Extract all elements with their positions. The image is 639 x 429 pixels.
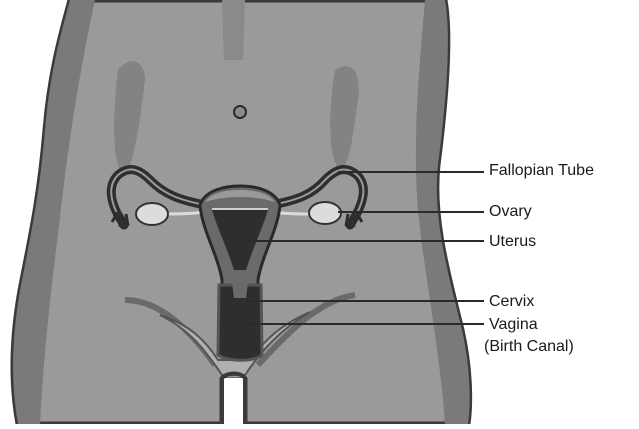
label-cervix: Cervix [489,292,534,311]
left-ovary [136,203,168,225]
leg-gap [224,378,244,424]
label-vagina: Vagina [489,315,538,334]
label-uterus: Uterus [489,232,536,251]
navel [234,106,246,118]
label-fallopian-tube: Fallopian Tube [489,161,594,180]
label-ovary: Ovary [489,202,532,221]
cervix [232,282,248,298]
center-line-shadow [222,0,245,60]
label-birth-canal: (Birth Canal) [484,337,574,356]
right-ovary [309,202,341,224]
